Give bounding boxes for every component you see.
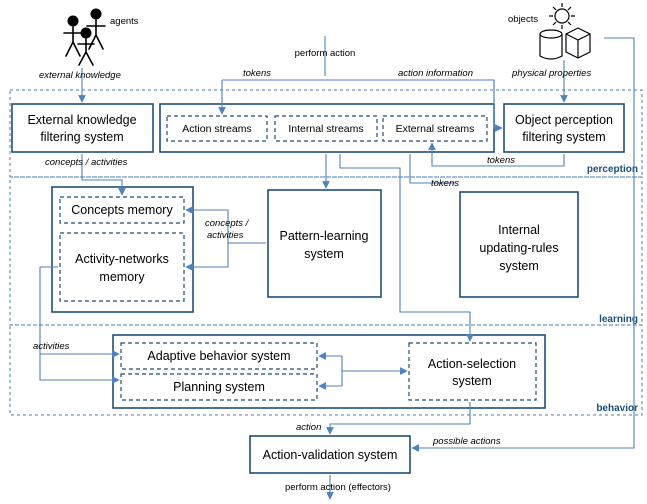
label-tokens-top: tokens [243,68,271,79]
objects-icon [539,3,591,60]
external-streams-label: External streams [396,123,475,135]
arrow-to-activity-networks [185,243,229,271]
activity-networks-box [59,232,185,302]
objects-label: objects [508,14,538,25]
action-validation-label: Action-validation system [263,448,398,462]
arrow-to-action-selection-box [341,356,407,386]
agents-label: agents [110,16,139,27]
object-perception-line1: Object perception [515,113,613,127]
action-selection-box [408,342,537,401]
label-concepts-activities-2b: activities [207,230,244,241]
internal-updating-line2: updating-rules [479,241,558,255]
internal-updating-box [459,191,579,298]
label-physical-properties: physical properties [511,68,591,79]
label-concepts-activities: concepts / activities [45,157,128,168]
pattern-learning-box [267,189,382,298]
label-action-information: action information [398,68,473,79]
arrow-to-action-selection [339,154,474,342]
region-label-learning: learning [599,314,638,325]
arrow-activities-planning [39,266,120,384]
object-perception-line2: filtering system [522,130,605,144]
concepts-memory-label: Concepts memory [71,203,173,217]
activity-networks-line1: Activity-networks [75,252,169,266]
arrow-action-information [493,80,503,132]
label-tokens-right: tokens [487,155,515,166]
internal-updating-line1: Internal [498,223,540,237]
internal-updating-line3: system [499,259,539,273]
external-knowledge-box [11,103,154,153]
planning-label: Planning system [173,380,265,394]
pattern-learning-line2: system [304,247,344,261]
label-possible-actions: possible actions [432,436,501,447]
label-perform-action: perform action [295,48,356,59]
concepts-memory-box [59,196,185,224]
object-perception-box [503,103,625,153]
region-label-perception: perception [587,164,638,175]
arrow-action [326,402,471,435]
internal-streams-box [274,115,378,142]
action-selection-line1: Action-selection [428,357,516,371]
agents-icon [63,8,106,66]
region-label-behavior: behavior [596,403,638,414]
arrow-tokens-right [428,142,565,167]
external-knowledge-line1: External knowledge [27,113,136,127]
label-concepts-activities-2a: concepts / [205,218,250,229]
arrow-possible-actions [411,37,635,452]
adaptive-behavior-label: Adaptive behavior system [147,349,290,363]
label-tokens-mid: tokens [431,178,459,189]
arrow-to-concepts-memory [185,206,266,244]
adaptive-behavior-box [120,342,318,370]
external-streams-box [382,115,488,142]
action-streams-box [166,115,268,142]
action-validation-box [249,435,411,474]
action-streams-label: Action streams [182,123,251,135]
line-perform-action-branch [222,79,495,102]
label-activities: activities [33,341,70,352]
line-tokens-mid [409,154,455,184]
action-selection-line2: system [452,374,492,388]
pattern-learning-line1: Pattern-learning [280,229,369,243]
activity-networks-line2: memory [99,270,145,284]
external-knowledge-line2: filtering system [40,130,123,144]
label-perform-action-effectors: perform action (effectors) [285,482,391,493]
behavior-region [9,324,643,416]
label-action: action [296,422,321,433]
arrow-concepts-activities [81,154,126,196]
label-external-knowledge: external knowledge [39,70,121,81]
internal-streams-label: Internal streams [288,123,363,135]
planning-box [120,373,318,401]
